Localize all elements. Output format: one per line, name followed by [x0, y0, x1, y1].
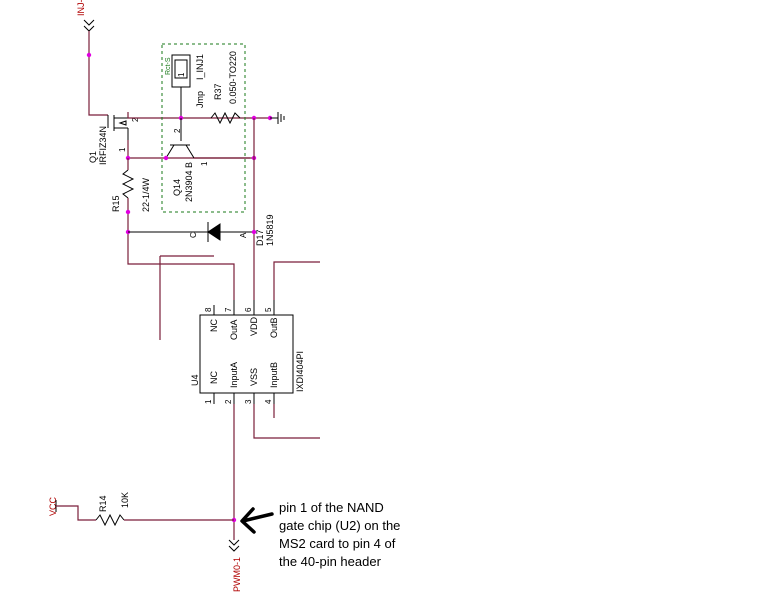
u4-pin4: 4 — [264, 399, 273, 404]
annotation-line-1: pin 1 of the NAND — [279, 500, 384, 515]
u4-pin6: 6 — [244, 307, 253, 312]
r14-ref: R14 — [98, 495, 108, 512]
inj-net-flag: INJ-1 — [76, 0, 95, 32]
r37-ref: R37 — [213, 83, 223, 100]
d17-ref: D17 — [255, 229, 265, 246]
u4-pin1: 1 — [204, 399, 213, 404]
wire-outb — [273, 261, 320, 300]
d17-diode: C A D17 1N5819 — [128, 214, 275, 246]
junction-dot — [125, 209, 131, 215]
q14-transistor: 2 1 Q14 2N3904 B — [165, 118, 209, 202]
d17-pin-c: C — [189, 232, 198, 238]
junction-dot — [86, 52, 92, 58]
wire-vcc — [56, 505, 96, 521]
r37-resistor: R37 0.050-TO220 — [210, 51, 241, 125]
u4-pin5: 5 — [264, 307, 273, 312]
jumper-pin: 1 — [177, 72, 186, 77]
u4-pin2: 2 — [224, 399, 233, 404]
junction-dot — [163, 155, 169, 161]
q1-value: IRFIZ34N — [98, 126, 108, 165]
r15-ref: R15 — [111, 195, 121, 212]
r14-resistor: R14 10K — [95, 492, 130, 527]
q14-pin1: 1 — [200, 161, 209, 166]
u4-ic: 8 7 6 5 1 2 3 4 NC OutA VDD OutB NC Inpu… — [190, 300, 305, 404]
u4-label-outa: OutA — [229, 319, 239, 340]
r37-value: 0.050-TO220 — [228, 51, 238, 104]
pwm-net-flag: PWM0-1 — [228, 539, 242, 592]
wire-inj-to-q1 — [88, 31, 108, 116]
annotation-line-2: gate chip (U2) on the — [279, 518, 400, 533]
u4-pin7: 7 — [224, 307, 233, 312]
wire-q1-drain — [127, 112, 270, 119]
junction-dot — [251, 229, 257, 235]
u4-label-vss: VSS — [249, 368, 259, 386]
r15-value: 22-1/4W — [141, 177, 151, 212]
u4-pin3: 3 — [244, 399, 253, 404]
r14-value: 10K — [120, 492, 130, 508]
vcc-net-label: VCC — [48, 496, 58, 516]
annotation-note: pin 1 of the NAND gate chip (U2) on the … — [279, 500, 400, 569]
q1-pin1: 1 — [118, 147, 127, 152]
annotation-line-4: the 40-pin header — [279, 554, 382, 569]
q14-value: 2N3904 B — [184, 162, 194, 202]
u4-label-outb: OutB — [269, 317, 279, 338]
pwm-net-label: PWM0-1 — [232, 557, 242, 592]
q1-pin2: 2 — [131, 117, 140, 122]
u4-part: IXDI404PI — [295, 351, 305, 392]
q1-ref: Q1 — [88, 151, 98, 163]
annotation-line-3: MS2 card to pin 4 of — [279, 536, 396, 551]
enclosure-note: Rct-S — [165, 57, 172, 75]
q14-pin2: 2 — [173, 128, 182, 133]
q1-mosfet: 2 1 Q1 IRFIZ34N — [88, 112, 140, 165]
u4-label-inputb: InputB — [269, 362, 279, 388]
u4-pin8: 8 — [204, 307, 213, 312]
u4-label-vdd: VDD — [249, 316, 259, 336]
u4-ref: U4 — [190, 374, 200, 386]
q14-ref: Q14 — [172, 179, 182, 196]
inj-net-label: INJ-1 — [76, 0, 86, 16]
u4-label-nc-top: NC — [209, 319, 219, 332]
d17-value: 1N5819 — [265, 214, 275, 246]
r15-resistor: R15 22-1/4W — [111, 169, 151, 212]
u4-label-inputa: InputA — [229, 362, 239, 388]
jumper-ref: I_INJ1 — [195, 54, 205, 80]
arrow-icon — [240, 507, 274, 534]
wire-vss — [253, 404, 320, 439]
u4-label-nc-bottom: NC — [209, 371, 219, 384]
d17-pin-a: A — [239, 232, 248, 238]
jumper-label: Jmp — [195, 91, 205, 108]
ground-icon — [270, 112, 285, 124]
jumper-i-inj1: 1 I_INJ1 Jmp — [171, 54, 205, 118]
